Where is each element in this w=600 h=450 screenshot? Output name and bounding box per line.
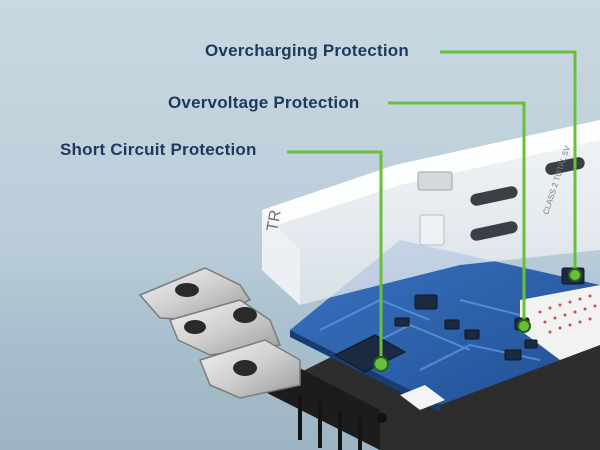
short-circuit-dot <box>373 356 389 372</box>
overcharge-leader <box>440 50 577 272</box>
overcharging-protection-label: Overcharging Protection <box>205 41 409 60</box>
faceplate: TR CLASS 2 TOTAL 5V <box>262 120 600 305</box>
short-circuit-protection-label: Short Circuit Protection <box>60 140 257 159</box>
faceplate-mark: TR <box>264 209 284 233</box>
overvoltage-leader <box>388 101 526 323</box>
terminals <box>138 267 301 399</box>
short-circuit-leader <box>287 150 383 362</box>
usb-ports <box>417 157 585 246</box>
overvoltage-protection-label: Overvoltage Protection <box>168 93 360 112</box>
overcharge-dot <box>568 268 582 282</box>
overvoltage-dot <box>517 319 531 333</box>
callout-lines <box>287 50 577 362</box>
